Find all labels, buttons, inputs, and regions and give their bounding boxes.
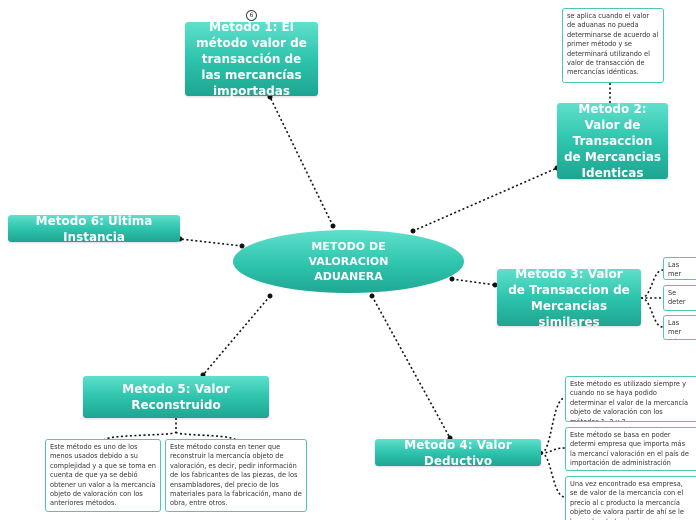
topic-metodo-3[interactable]: Metodo 3: Valor de Transaccion de Mercan… (497, 267, 641, 329)
topic-metodo-4-label: Metodo 4: Valor Deductivo (404, 437, 512, 468)
link-center-m2 (412, 167, 558, 232)
topic-metodo-3-label: Metodo 3: Valor de Transaccion de Mercan… (508, 266, 630, 329)
topic-metodo-1-label: Metodo 1: El método valor de transacción… (196, 20, 307, 98)
link-center-m3 (451, 278, 496, 286)
note-text: Se deter mayor c (668, 289, 689, 310)
topic-metodo-1[interactable]: Metodo 1: El método valor de transacción… (185, 20, 318, 98)
link-center-m6 (179, 238, 243, 247)
note-text: se aplica cuando el valor de aduanas no … (567, 12, 659, 77)
connector-dot (410, 228, 416, 234)
connector-dot (330, 223, 336, 229)
link-center-m4 (371, 295, 451, 439)
topic-metodo-2-label: Metodo 2: Valor de Transaccion de Mercan… (563, 102, 662, 180)
topic-metodo-4[interactable]: Metodo 4: Valor Deductivo (375, 437, 541, 468)
topic-metodo-6[interactable]: Metodo 6: Ultima Instancia (8, 213, 180, 244)
count-badge: 6 (246, 10, 257, 21)
note-metodo-4-c[interactable]: Una vez encontrado esa empresa, se de va… (565, 476, 696, 520)
connector-dot (492, 282, 498, 288)
note-metodo-4-b[interactable]: Este método se basa en poder determi emp… (565, 427, 696, 471)
note-metodo-3-b[interactable]: Se deter mayor c (663, 285, 696, 311)
note-metodo-5-a[interactable]: Este método es uno de los menos usados d… (45, 439, 161, 512)
central-topic[interactable]: METODO DE VALORACION ADUANERA (233, 230, 464, 293)
link-center-m1 (269, 96, 334, 227)
connector-dot (267, 293, 273, 299)
topic-metodo-2[interactable]: Metodo 2: Valor de Transaccion de Mercan… (557, 102, 668, 180)
note-text: Este método es uno de los menos usados d… (50, 443, 156, 508)
note-text: Este método consta en tener que reconstr… (170, 443, 302, 508)
note-metodo-2[interactable]: se aplica cuando el valor de aduanas no … (562, 8, 664, 83)
link-m3-notes (640, 269, 664, 328)
topic-metodo-6-label: Metodo 6: Ultima Instancia (35, 213, 153, 244)
link-m4-notes (540, 397, 566, 498)
link-center-m5 (202, 295, 271, 376)
note-metodo-3-a[interactable]: Las mer idénticas (663, 257, 696, 280)
connector-dot (449, 276, 455, 282)
central-topic-label: METODO DE VALORACION ADUANERA (308, 240, 389, 283)
topic-metodo-5[interactable]: Metodo 5: Valor Reconstruido (83, 376, 269, 418)
note-metodo-4-a[interactable]: Este método es utilizado siempre y cuand… (565, 376, 696, 422)
link-m5-notes (103, 418, 237, 441)
note-text: Una vez encontrado esa empresa, se de va… (570, 480, 684, 520)
note-text: Las mer mismo p (668, 319, 690, 339)
note-text: Las mer idénticas (668, 261, 682, 279)
note-metodo-3-c[interactable]: Las mer mismo p (663, 315, 696, 340)
topic-metodo-5-label: Metodo 5: Valor Reconstruido (122, 382, 230, 412)
note-text: Este método es utilizado siempre y cuand… (570, 380, 689, 422)
note-text: Este método se basa en poder determi emp… (570, 431, 689, 470)
connector-dot (369, 293, 375, 299)
note-metodo-5-b[interactable]: Este método consta en tener que reconstr… (165, 439, 307, 512)
